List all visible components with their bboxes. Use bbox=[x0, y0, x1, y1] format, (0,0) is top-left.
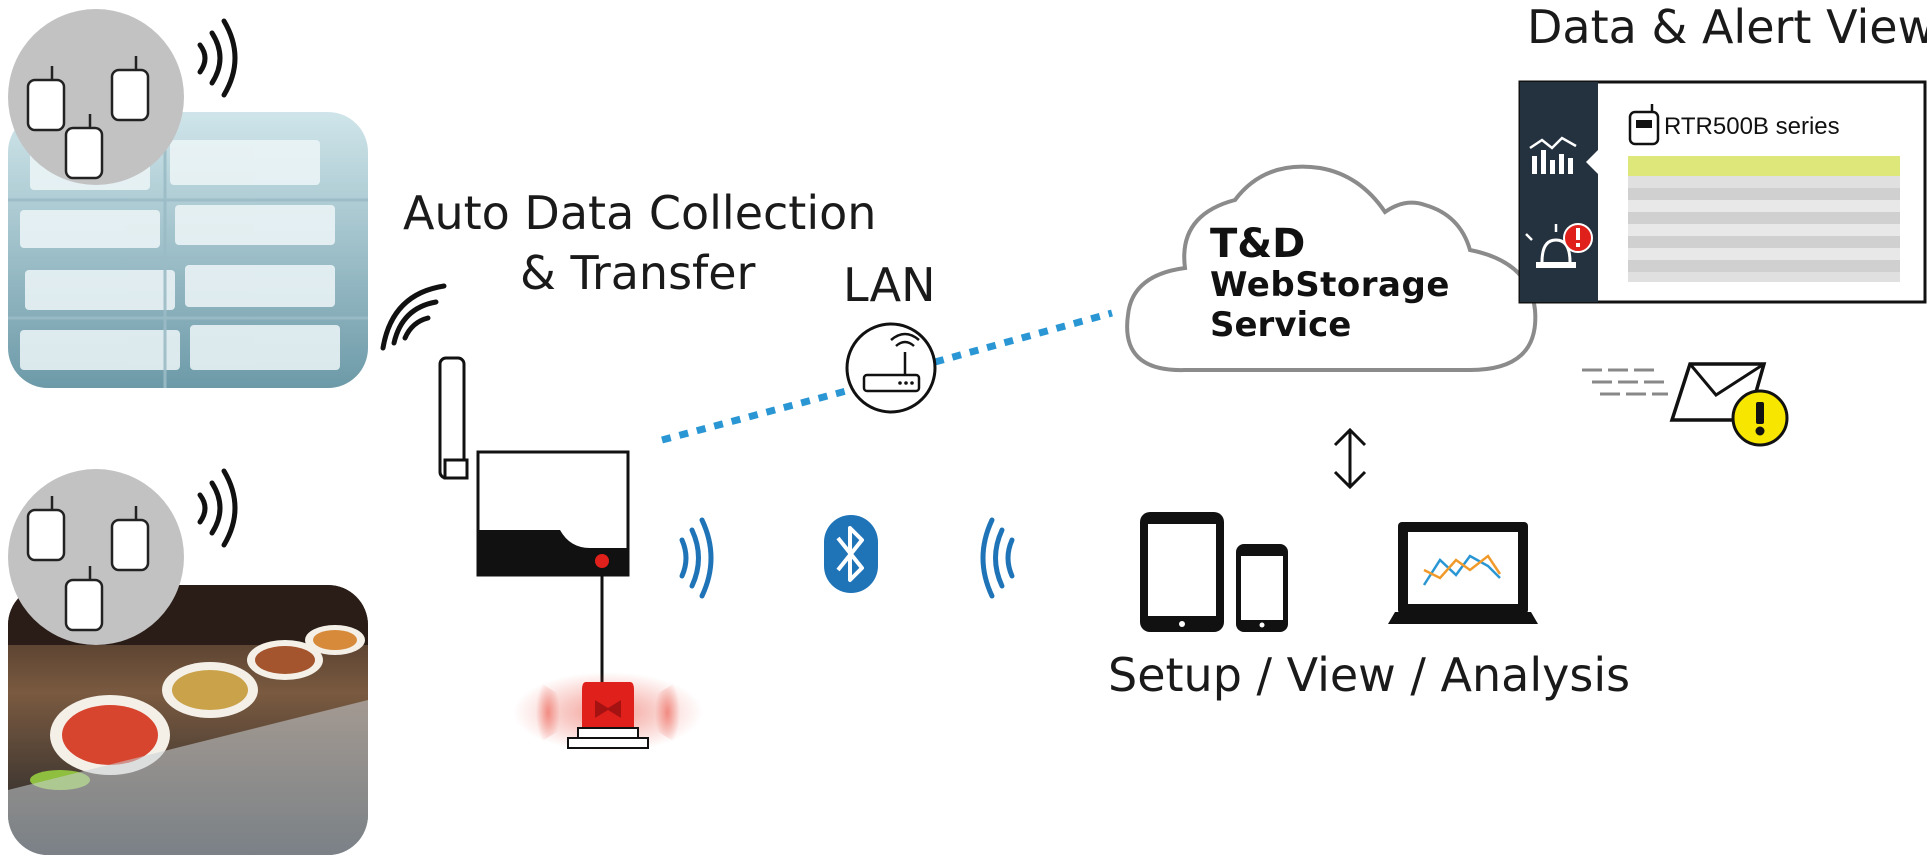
buffet-photo bbox=[8, 585, 368, 855]
data-alert-view-title: Data & Alert View bbox=[1527, 0, 1927, 54]
sensor-cluster-icon bbox=[8, 469, 184, 645]
series-name-label: RTR500B series bbox=[1664, 113, 1840, 140]
router-icon bbox=[845, 322, 937, 414]
lan-label: LAN bbox=[843, 258, 936, 312]
cloud-title-line2: WebStorage bbox=[1210, 265, 1450, 305]
sensor-cluster-icon bbox=[8, 9, 184, 185]
warning-icon bbox=[1731, 389, 1789, 447]
cloud-title-line1: T&D bbox=[1210, 221, 1306, 267]
graph-icon bbox=[1529, 136, 1577, 174]
wireless-signal-icon bbox=[380, 283, 447, 351]
rtr-device-icon bbox=[1628, 104, 1660, 146]
wireless-signal-icon bbox=[197, 468, 238, 548]
bluetooth-signal-right-icon bbox=[980, 517, 1015, 599]
smartphone-icon bbox=[1236, 544, 1288, 632]
cold-storage-photo bbox=[8, 112, 368, 388]
auto-collection-label-line2: & Transfer bbox=[520, 246, 756, 300]
bluetooth-signal-left-icon bbox=[679, 517, 714, 599]
alarm-icon bbox=[1525, 223, 1593, 268]
laptop-icon bbox=[1388, 522, 1538, 624]
auto-collection-label-line1: Auto Data Collection bbox=[403, 186, 877, 240]
alarm-lamp-icon bbox=[513, 672, 703, 752]
tablet-icon bbox=[1140, 512, 1224, 632]
setup-view-analysis-label: Setup / View / Analysis bbox=[1108, 648, 1631, 702]
base-station-icon bbox=[438, 356, 630, 690]
lan-link-dots bbox=[661, 309, 1113, 444]
cloud-title-line3: Service bbox=[1210, 305, 1352, 345]
up-down-arrow-icon bbox=[1333, 427, 1367, 490]
bluetooth-icon bbox=[824, 515, 878, 593]
wireless-signal-icon bbox=[197, 18, 238, 98]
